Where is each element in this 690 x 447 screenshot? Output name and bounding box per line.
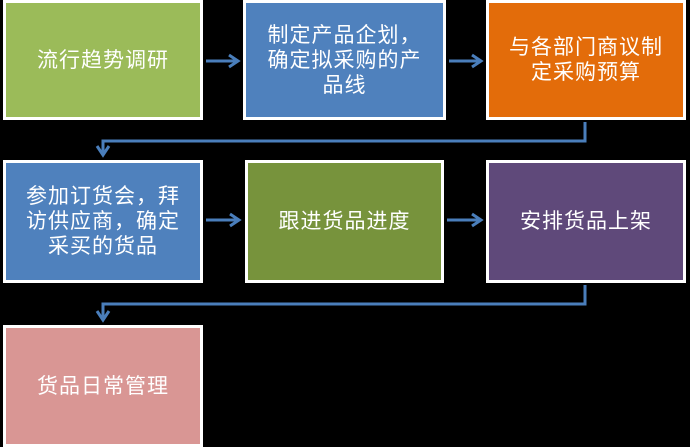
flow-step-shelf-arrangement: 安排货品上架: [486, 160, 686, 283]
flow-step-label: 跟进货品进度: [278, 209, 411, 233]
flow-step-label: 安排货品上架: [520, 209, 652, 233]
connector-step-3-to-step-4: [95, 122, 587, 158]
flow-step-budget-discussion: 与各部门商议制 定采购预算: [486, 0, 686, 120]
flow-step-label: 参加订货会，拜 访供应商，确定 采买的货品: [26, 184, 180, 258]
flow-step-trend-research: 流行趋势调研: [3, 0, 203, 120]
flow-step-label: 与各部门商议制 定采购预算: [509, 35, 663, 84]
flow-step-label: 流行趋势调研: [37, 47, 169, 72]
flow-step-order-fair: 参加订货会，拜 访供应商，确定 采买的货品: [3, 160, 203, 283]
flow-step-label: 货品日常管理: [37, 373, 169, 398]
flow-step-label: 制定产品企划， 确定拟采购的产 品线: [267, 22, 422, 97]
flow-step-daily-management: 货品日常管理: [3, 325, 203, 447]
flow-step-product-planning: 制定产品企划， 确定拟采购的产 品线: [243, 0, 446, 120]
connector-step-6-to-step-7: [95, 285, 587, 323]
flow-step-track-progress: 跟进货品进度: [245, 160, 444, 283]
